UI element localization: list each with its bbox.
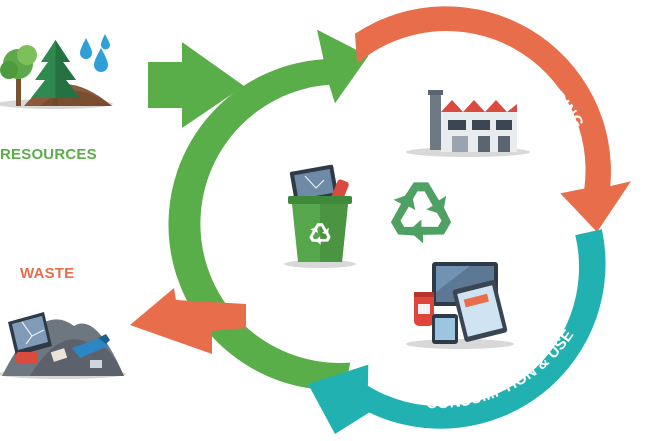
recycle-symbol-icon <box>390 182 452 244</box>
forest-and-water-drops-icon <box>0 34 113 109</box>
recycle-bin-icon <box>284 164 356 268</box>
manufacturing-arrow <box>355 6 631 232</box>
waste-output-arrow <box>130 288 246 354</box>
devices-icon <box>406 262 514 349</box>
recycling-label: RECYCLING <box>221 161 252 266</box>
recycling-arrow <box>168 29 369 391</box>
resources-input-arrow <box>148 42 244 128</box>
resources-label: RESOURCES <box>0 146 97 163</box>
waste-pile-icon <box>0 312 126 379</box>
consumption-arrow <box>308 229 606 434</box>
waste-label: WASTE <box>20 265 75 282</box>
factory-icon <box>406 90 530 157</box>
